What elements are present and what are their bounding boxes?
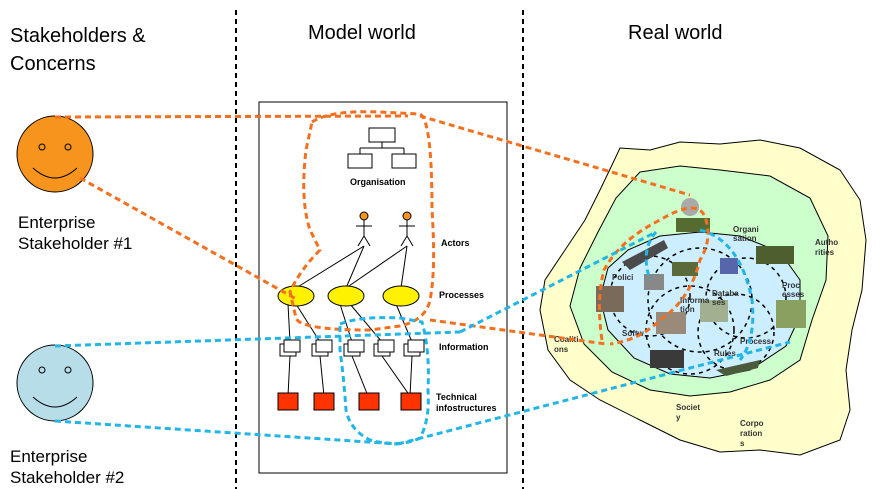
real-label-authorities-1: Autho	[815, 238, 838, 247]
org-chart-icon	[347, 127, 417, 169]
real-label-corporations-1: Corpo	[740, 419, 764, 428]
actor-figure-icon-1	[356, 211, 372, 247]
real-label-processes-2: esses	[782, 290, 805, 299]
stakeholder-2-label: Enterprise Stakeholder #2	[10, 446, 124, 488]
orange-projection-lines	[54, 114, 710, 346]
real-label-databases-2: ses	[712, 298, 726, 307]
real-label-corporations-3: s	[740, 439, 745, 448]
real-label-policies: Polici	[612, 273, 633, 282]
real-label-corporations-2: ration	[740, 429, 762, 438]
real-label-databases-1: Databa	[712, 289, 739, 298]
process-ellipse-3	[382, 285, 420, 307]
information-docs	[279, 339, 425, 357]
technical-boxes	[277, 392, 422, 411]
model-label-processes: Processes	[439, 290, 484, 300]
computer-picture-icon	[644, 274, 664, 290]
aircraft-picture-icon	[716, 360, 760, 376]
real-label-information-1: Informa	[680, 296, 710, 305]
real-label-coalitions-2: ons	[554, 345, 569, 354]
stakeholder-2-face-icon	[16, 344, 94, 422]
stakeholder-2-label-line1: Enterprise	[10, 447, 88, 466]
model-label-information: Information	[439, 342, 489, 352]
header-stakeholders-line2: Concerns	[10, 53, 96, 75]
real-label-information-2: tion	[680, 305, 695, 314]
header-stakeholders: Stakeholders & Concerns	[10, 22, 146, 78]
real-label-society-1: Societ	[676, 403, 700, 412]
photo-processes-icon	[776, 300, 806, 328]
photo-databases-icon	[700, 300, 728, 322]
people-picture-icon	[720, 258, 738, 274]
person-picture-icon	[681, 198, 699, 216]
real-label-process: Process	[740, 337, 772, 346]
stakeholder-1-label-line2: Stakeholder #1	[18, 234, 133, 253]
model-label-organisation: Organisation	[350, 177, 406, 187]
truck-picture-icon	[650, 350, 684, 368]
header-model-world: Model world	[308, 22, 416, 44]
model-label-technical-2: infostructures	[436, 403, 497, 413]
process-ellipse-1	[277, 285, 315, 307]
real-label-software: Softw	[622, 329, 645, 338]
tank-picture-icon	[676, 218, 710, 232]
stakeholder-1-label: Enterprise Stakeholder #1	[18, 212, 132, 254]
cyan-projection-lines	[54, 228, 791, 446]
real-label-organisation-1: Organi	[733, 225, 759, 234]
real-label-organisation-2: sation	[733, 234, 757, 243]
model-label-actors: Actors	[441, 238, 470, 248]
actor-figure-icon-2	[399, 211, 415, 247]
real-label-society-2: y	[676, 413, 681, 422]
real-label-coalitions-1: Coaliti	[554, 335, 578, 344]
real-label-processes-1: Proc	[782, 281, 800, 290]
stakeholder-2-label-line2: Stakeholder #2	[10, 468, 125, 487]
header-real-world: Real world	[628, 22, 723, 44]
stakeholder-1-label-line1: Enterprise	[18, 213, 96, 232]
header-stakeholders-line1: Stakeholders &	[10, 25, 146, 47]
model-label-technical-1: Technical	[436, 392, 477, 402]
photo-information-icon	[656, 312, 686, 334]
process-information-links	[287, 303, 413, 397]
real-label-authorities-2: rities	[815, 248, 835, 257]
vehicle-picture-icon	[672, 262, 698, 276]
actor-process-links	[295, 245, 408, 289]
tank2-picture-icon	[756, 246, 794, 264]
process-ellipse-2	[327, 285, 365, 307]
real-label-rules: Rules	[714, 349, 736, 358]
